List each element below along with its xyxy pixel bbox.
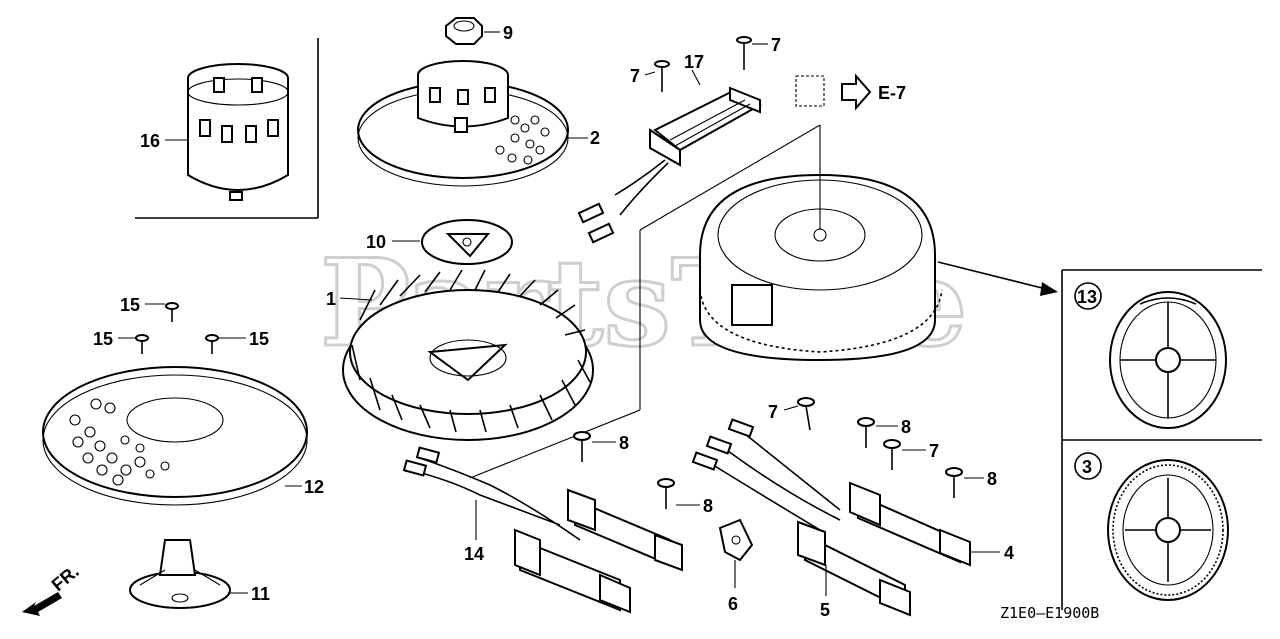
callout-11: 11 [251, 584, 270, 604]
assembly-lines [469, 124, 821, 479]
callout-13: 13 [1077, 287, 1097, 307]
callout-8c: 8 [901, 417, 911, 437]
part-5-charge-coil[interactable] [691, 418, 911, 617]
part-12-cover[interactable] [42, 366, 308, 506]
part-7-bolt-d[interactable] [883, 439, 901, 470]
inset-box [1061, 269, 1262, 610]
part-15-screw-a[interactable] [165, 302, 179, 322]
callout-14: 14 [464, 544, 484, 564]
callout-7d: 7 [929, 441, 939, 461]
callout-15b: 15 [93, 329, 113, 349]
flywheel[interactable] [699, 173, 943, 362]
part-8-bolt-c[interactable] [857, 417, 875, 448]
reference-arrow-icon [795, 73, 872, 111]
part-11-bracket[interactable] [129, 539, 231, 609]
part-10-plate[interactable] [421, 219, 513, 265]
callout-15a: 15 [120, 295, 140, 315]
part-17-coil[interactable] [577, 86, 762, 244]
callout-2: 2 [590, 128, 600, 148]
part-8-bolt-a[interactable] [573, 431, 591, 462]
part-14-stator-coils[interactable] [402, 446, 683, 614]
part-8-bolt-b[interactable] [657, 478, 675, 509]
callout-4: 4 [1004, 543, 1014, 563]
callout-7b: 7 [771, 35, 781, 55]
part-3-ring-gear-face[interactable] [1107, 459, 1229, 601]
part-7-bolt-a[interactable] [654, 60, 670, 92]
callout-15c: 15 [249, 329, 269, 349]
callout-6: 6 [728, 594, 738, 614]
callout-10: 10 [366, 232, 386, 252]
callout-1: 1 [326, 289, 336, 309]
part16-frame [135, 38, 319, 219]
callout-9: 9 [503, 23, 513, 43]
drawing-code: Z1E0–E1900B [1000, 604, 1099, 622]
part-4-ignition-coil[interactable] [849, 481, 971, 567]
callout-8b: 8 [703, 496, 713, 516]
callout-17: 17 [684, 52, 704, 72]
part-9-nut[interactable] [445, 17, 483, 45]
part-13-rotor-face[interactable] [1109, 291, 1227, 429]
part-15-screw-b[interactable] [135, 334, 149, 354]
part-7-bolt-b[interactable] [736, 36, 752, 70]
direction-arrow-icon [22, 592, 62, 616]
part-7-bolt-c[interactable] [797, 397, 815, 431]
callout-12: 12 [304, 477, 324, 497]
callout-3: 3 [1082, 457, 1092, 477]
callout-5: 5 [820, 600, 830, 620]
part-16-cup[interactable] [187, 63, 289, 201]
callout-7a: 7 [630, 66, 640, 86]
part-8-bolt-d[interactable] [945, 467, 963, 498]
reference-label: E-7 [878, 83, 906, 103]
part-1-fan[interactable] [342, 269, 594, 441]
callout-8d: 8 [987, 469, 997, 489]
direction-label: FR. [48, 561, 83, 595]
callout-8a: 8 [619, 433, 629, 453]
callout-7c: 7 [768, 402, 778, 422]
part-15-screw-c[interactable] [205, 334, 219, 354]
part-6-clip[interactable] [718, 518, 754, 562]
part-2-screen-plate[interactable] [357, 60, 569, 187]
callout-16: 16 [140, 131, 160, 151]
